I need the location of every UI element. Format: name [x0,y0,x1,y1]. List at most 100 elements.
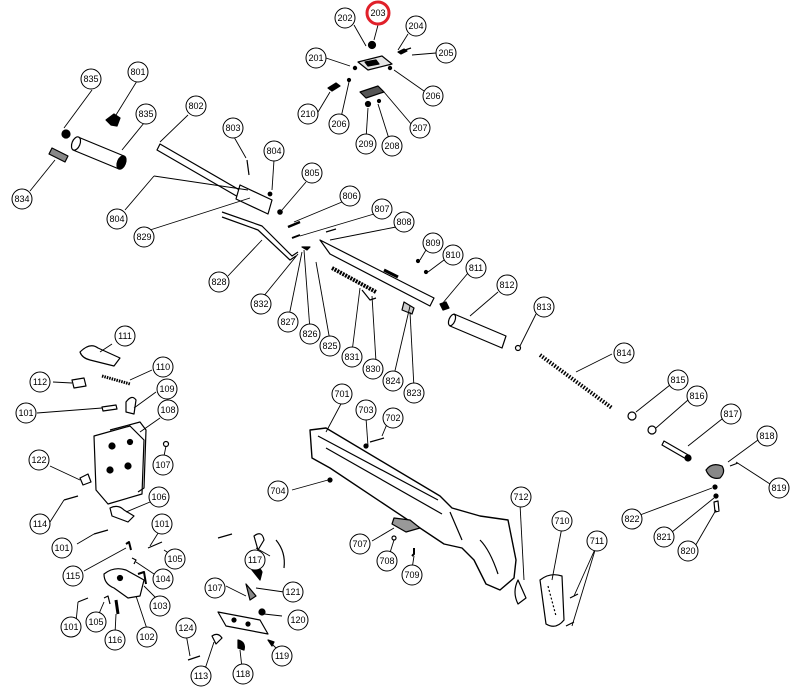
callout-circle [621,508,643,530]
callout-circle [382,407,404,429]
callout-number: 124 [178,623,193,633]
callout-circle [62,565,84,587]
callout-number: 709 [404,570,419,580]
callout-818: 818 [756,425,778,447]
callout-circle [756,425,778,447]
part-drawings [48,40,739,661]
callout-circle [156,378,178,400]
callout-number: 815 [670,375,685,385]
callout-802: 802 [185,95,207,117]
callout-circle [133,226,155,248]
callout-circle [11,188,33,210]
callout-number: 711 [590,536,604,546]
callout-number: 116 [108,635,122,645]
callout-circle [85,611,107,633]
callout-number: 702 [385,413,400,423]
callout-number: 109 [159,384,174,394]
callout-circle [152,356,174,378]
callout-101c: 101 [51,537,73,559]
callout-number: 829 [136,232,151,242]
callout-circle [287,609,309,631]
callout-circle [157,399,179,421]
callout-811: 811 [465,257,487,279]
callout-111: 111 [114,325,136,347]
callout-number: 115 [66,571,80,581]
callout-circle [152,568,174,590]
callout-101d: 101 [60,616,82,638]
rear-sight-assembly [327,40,412,108]
callout-number: 816 [689,391,704,401]
callout-712: 712 [510,486,532,508]
callout-circle [551,510,573,532]
callout-number: 835 [138,109,153,119]
callout-202: 202 [334,7,356,29]
callout-number: 825 [322,341,337,351]
callout-circle [405,15,427,37]
callout-806: 806 [339,185,361,207]
callout-number: 118 [236,669,250,679]
callout-number: 111 [118,331,132,341]
callout-circle [653,526,675,548]
callout-circle [686,385,708,407]
callout-813: 813 [533,296,555,318]
callout-number: 202 [337,13,352,23]
callout-circle [393,211,415,233]
callout-circle [114,325,136,347]
callout-number: 207 [412,123,427,133]
callout-120: 120 [287,609,309,631]
callout-112: 112 [29,371,51,393]
callout-circle [768,477,790,499]
callout-circle [190,665,212,687]
callout-106: 106 [148,486,170,508]
barrel-assembly [48,113,739,513]
callout-815: 815 [667,369,689,391]
callout-number: 117 [248,555,262,565]
callout-circle [349,533,371,555]
callout-207: 207 [409,117,431,139]
callout-124: 124 [175,617,197,639]
callout-number: 707 [352,539,367,549]
callout-number: 208 [384,141,399,151]
callout-circle [435,42,457,64]
callout-number: 121 [285,587,300,597]
callout-number: 824 [385,376,400,386]
callout-circle [355,399,377,421]
callout-114: 114 [29,513,51,535]
callout-835b: 835 [135,103,157,125]
callout-circle [244,549,266,571]
callout-209: 209 [355,133,377,155]
callout-number: 832 [253,299,268,309]
callout-circle [422,85,444,107]
callout-circle [305,47,327,69]
safety-assembly [187,533,285,661]
highlight-ring [365,0,391,26]
callout-circle [533,296,555,318]
callout-circle [175,617,197,639]
callout-number: 817 [723,409,738,419]
callout-circle [465,257,487,279]
leader-lines [29,24,771,673]
callout-circle [250,293,272,315]
callout-number: 821 [656,532,671,542]
callout-820: 820 [677,540,699,562]
callout-number: 804 [109,214,124,224]
callout-number: 105 [88,617,103,627]
callout-circle [282,581,304,603]
callout-115: 115 [62,565,84,587]
callout-102: 102 [136,626,158,648]
callout-832: 832 [250,293,272,315]
callout-number: 830 [365,364,380,374]
callout-circle [401,564,423,586]
callout-circle [277,311,299,333]
callout-number: 804 [266,146,281,156]
callout-823: 823 [403,382,425,404]
callout-834: 834 [11,188,33,210]
callout-number: 703 [358,405,373,415]
callout-circle [301,162,323,184]
callout-107b: 107 [204,577,226,599]
callout-circle [29,513,51,535]
callout-816: 816 [686,385,708,407]
callout-circle [80,68,102,90]
callout-107a: 107 [152,454,174,476]
